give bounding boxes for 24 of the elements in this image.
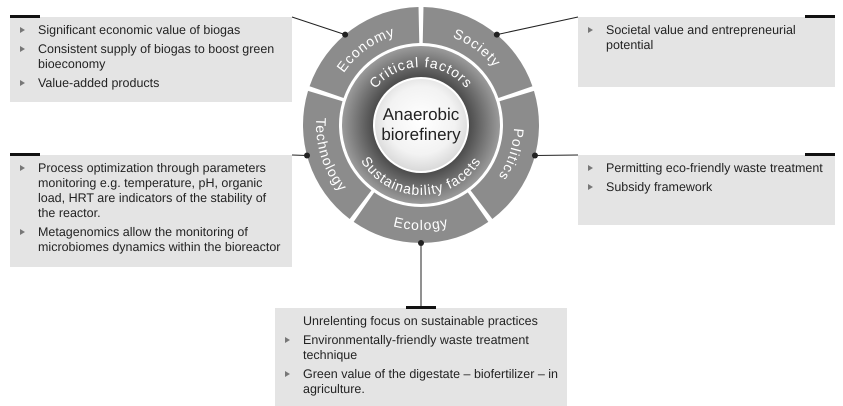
- bullet-item: Process optimization through parameters monitoring e.g. temperature, pH, organic load, HRT are indicators of the stability of the reactor.: [18, 161, 284, 221]
- leader-line: [532, 152, 578, 159]
- bullet-item: Metagenomics allow the monitoring of microbiomes dynamics within the bioreactor: [18, 225, 284, 255]
- leader-line: [292, 16, 348, 38]
- ring-segment: [422, 7, 532, 98]
- text-panel: [578, 17, 835, 87]
- bullet-item: Subsidy framework: [586, 180, 827, 195]
- ring-segment: [310, 7, 420, 98]
- bullet-item: Green value of the digestate – biofertilizer – in agriculture.: [283, 367, 559, 397]
- leader-line: [494, 16, 578, 38]
- bullet-item: Societal value and entrepreneurial potential: [586, 23, 827, 53]
- bullet-item: Unrelenting focus on sustainable practices: [302, 314, 539, 329]
- leader-line: [418, 240, 424, 308]
- bullet-item: Value-added products: [18, 76, 284, 91]
- text-panel: [10, 155, 292, 267]
- text-panel: [578, 155, 835, 225]
- text-panel: [275, 308, 567, 406]
- text-panel: [10, 17, 292, 102]
- bullet-item: Consistent supply of biogas to boost green bioeconomy: [18, 42, 284, 72]
- bullet-item: Permitting eco-friendly waste treatment: [586, 161, 827, 176]
- segment-label: Ecology: [392, 214, 450, 234]
- bullet-item: Environmentally-friendly waste treatment technique: [283, 333, 559, 363]
- leader-line: [292, 152, 310, 159]
- bullet-item: Significant economic value of biogas: [18, 23, 284, 38]
